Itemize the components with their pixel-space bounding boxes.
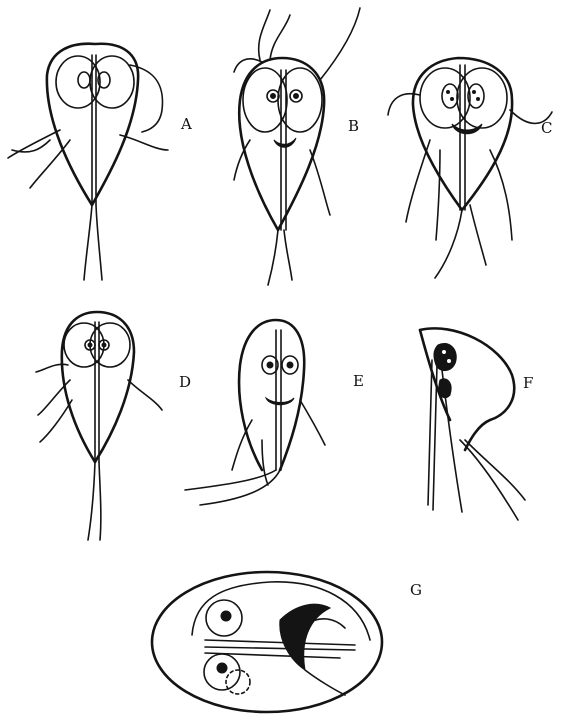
panel-label-e: E [353, 372, 364, 390]
panel-label-d: D [179, 373, 191, 391]
panel-a-trophozoite [8, 44, 168, 280]
panel-f-trophozoite-side-view [420, 328, 525, 520]
panel-e-trophozoite [185, 320, 325, 505]
panel-c-trophozoite [388, 58, 552, 278]
panel-label-b: B [348, 117, 359, 135]
panel-b-trophozoite [234, 8, 360, 285]
panel-label-a: A [180, 115, 192, 133]
panel-g-cyst [152, 572, 382, 712]
panel-label-c: C [541, 119, 552, 137]
panel-label-f: F [523, 374, 533, 392]
panel-label-g: G [410, 581, 422, 599]
panel-d-trophozoite [36, 312, 162, 540]
